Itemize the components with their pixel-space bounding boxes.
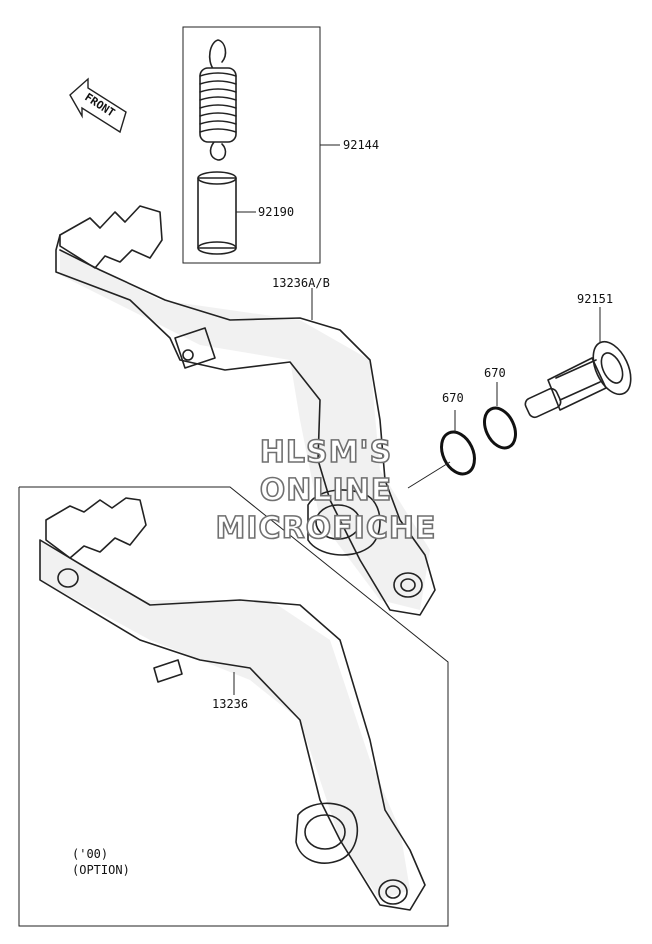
collar-92190	[197, 171, 237, 255]
option-year-label: ('00)	[72, 847, 108, 861]
label-92190: 92190	[258, 205, 294, 219]
label-13236: 13236	[212, 697, 248, 711]
spring-92144	[199, 39, 237, 161]
label-92144: 92144	[343, 138, 379, 152]
option-box	[18, 486, 449, 927]
spring-collar-box	[182, 26, 321, 264]
o-ring-670-right	[483, 406, 517, 450]
watermark-line-2: ONLINE	[260, 473, 393, 508]
watermark: HLSM'S ONLINE MICROFICHE	[215, 434, 437, 547]
option-text-label: (OPTION)	[72, 863, 130, 877]
front-arrow-icon: FRONT	[69, 77, 127, 134]
watermark-line-1: HLSM'S	[260, 435, 392, 470]
o-ring-670-left	[440, 430, 476, 476]
brake-pedal-13236	[39, 497, 426, 911]
watermark-line-3: MICROFICHE	[216, 511, 437, 546]
seal-cap-92151	[524, 340, 632, 419]
label-670-right: 670	[484, 366, 506, 380]
label-670-left: 670	[442, 391, 464, 405]
brake-pedal-13236ab	[55, 205, 436, 616]
label-13236ab: 13236A/B	[272, 276, 330, 290]
label-92151: 92151	[577, 292, 613, 306]
